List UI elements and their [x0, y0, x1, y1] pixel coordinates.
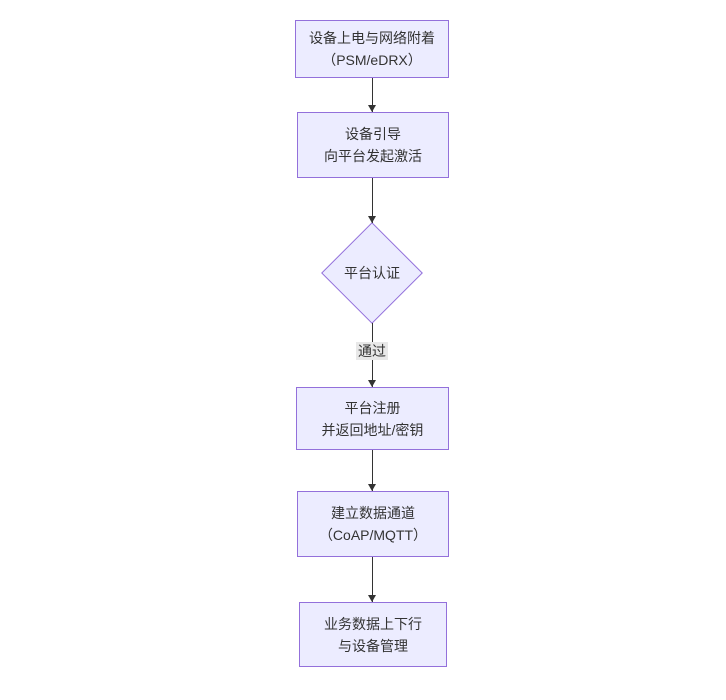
edge-label-pass: 通过: [356, 342, 388, 360]
node-text-line: 建立数据通道: [331, 505, 415, 521]
node-text-line: 向平台发起激活: [324, 148, 422, 164]
node-text-line: 与设备管理: [338, 637, 408, 654]
node-text-line: 平台认证: [344, 265, 400, 281]
node-text-line: （CoAP/MQTT）: [318, 527, 428, 543]
node-text-line: 设备引导: [345, 126, 401, 142]
node-text-line: 平台注册: [344, 399, 401, 416]
flow-node-platform-register: 平台注册 并返回地址/密钥: [296, 387, 449, 450]
arrow-connector: [367, 78, 376, 112]
node-text-line: 并返回地址/密钥: [321, 421, 424, 438]
node-text-line: 业务数据上下行: [324, 615, 422, 632]
flow-node-power-on-network-attach: 设备上电与网络附着 （PSM/eDRX）: [295, 20, 449, 78]
node-text-line: （PSM/eDRX）: [322, 52, 422, 68]
node-text-line: 设备上电与网络附着: [309, 30, 435, 46]
flow-node-device-bootstrap: 设备引导 向平台发起激活: [297, 112, 449, 178]
arrow-connector: [367, 557, 376, 602]
flow-node-business-data-device-mgmt: 业务数据上下行 与设备管理: [299, 602, 447, 667]
flow-node-data-channel: 建立数据通道 （CoAP/MQTT）: [297, 491, 449, 557]
arrow-connector: [367, 450, 376, 491]
arrow-connector: [367, 178, 376, 223]
